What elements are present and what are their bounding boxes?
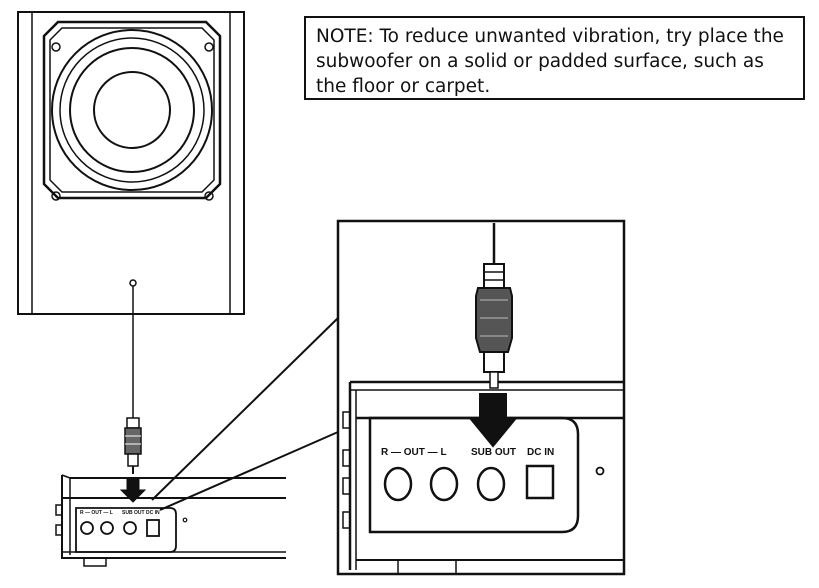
soundbar-zoomed	[342, 380, 624, 575]
out-lr-label: R — OUT — L	[381, 447, 447, 458]
down-arrow-zoomed-icon	[467, 393, 519, 448]
small-sub-out-label: SUB OUT	[122, 510, 145, 516]
dc-in-label: DC IN	[527, 447, 554, 458]
soundbar-small	[55, 474, 286, 567]
note-box: NOTE: To reduce unwanted vibration, try …	[304, 16, 805, 100]
small-dc-in-label: DC IN	[146, 510, 160, 516]
rca-plug-icon	[124, 417, 142, 474]
zoom-callout-lines	[151, 317, 339, 511]
rca-plug-zoomed-icon	[475, 263, 513, 389]
note-text: NOTE: To reduce unwanted vibration, try …	[316, 26, 784, 97]
subwoofer-icon	[17, 11, 245, 315]
small-out-label: R — OUT — L	[80, 510, 113, 516]
sub-out-label: SUB OUT	[471, 447, 516, 458]
down-arrow-icon	[119, 477, 147, 503]
